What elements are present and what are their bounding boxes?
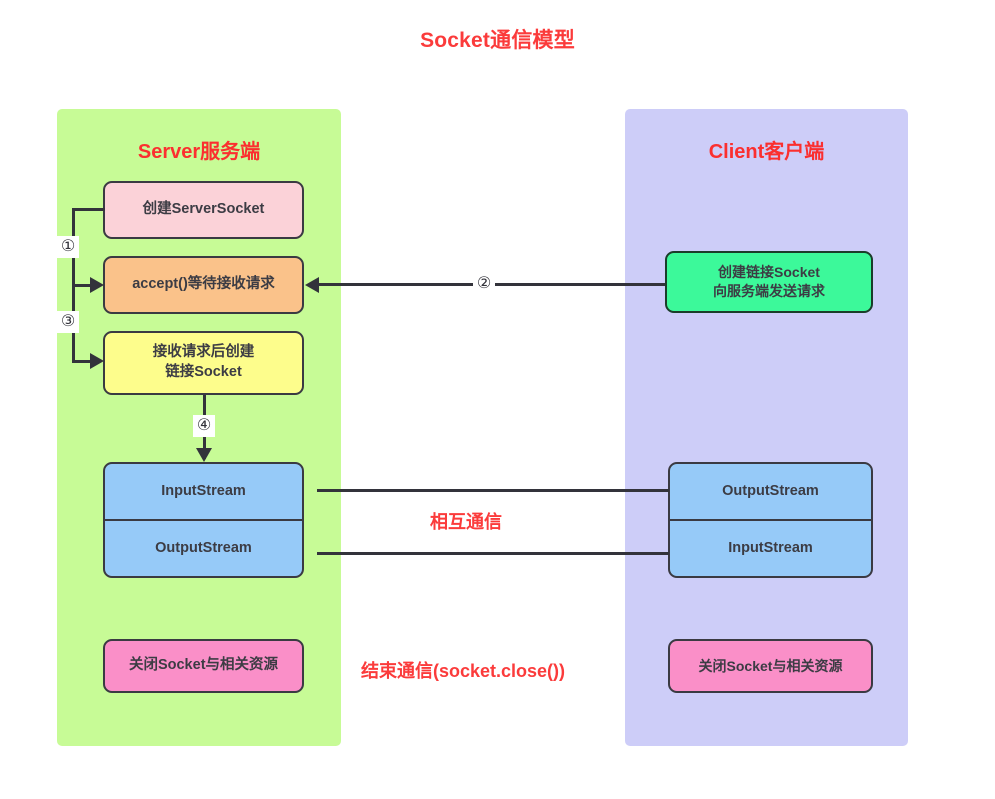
node-client-create-connect-label-line1: 创建链接Socket <box>718 264 820 281</box>
node-create-link-socket[interactable]: 接收请求后创建 链接Socket <box>103 331 304 395</box>
node-server-input-stream[interactable]: InputStream <box>103 462 304 520</box>
node-create-server-socket-label: 创建ServerSocket <box>142 201 265 218</box>
step-marker-4: ④ <box>193 415 215 437</box>
step-marker-2: ② <box>473 273 495 295</box>
arrow-into-accept-icon <box>90 277 104 293</box>
label-mutual-communication: 相互通信 <box>430 512 502 532</box>
arrow-into-link-socket-icon <box>90 353 104 369</box>
node-client-create-connect-label-line2: 向服务端发送请求 <box>713 283 825 299</box>
node-client-close-socket[interactable]: 关闭Socket与相关资源 <box>668 639 873 693</box>
arrow-into-streams-icon <box>196 448 212 462</box>
label-end-communication: 结束通信(socket.close()) <box>361 661 566 681</box>
node-create-link-socket-label-line2: 链接Socket <box>165 364 242 380</box>
node-accept-wait-label: accept()等待接收请求 <box>132 276 275 293</box>
client-panel-title: Client客户端 <box>708 141 825 163</box>
node-server-close-socket-label: 关闭Socket与相关资源 <box>128 657 279 674</box>
node-server-output-stream[interactable]: OutputStream <box>103 520 304 578</box>
connector-create-to-spine <box>72 208 105 211</box>
node-server-input-stream-label: InputStream <box>161 482 246 499</box>
node-client-close-socket-label: 关闭Socket与相关资源 <box>698 657 843 674</box>
node-accept-wait[interactable]: accept()等待接收请求 <box>103 256 304 314</box>
node-client-output-stream[interactable]: OutputStream <box>668 462 873 520</box>
server-panel-title: Server服务端 <box>137 141 261 163</box>
connector-server-input-to-client-output <box>317 489 669 492</box>
connector-server-output-to-client-input <box>317 552 669 555</box>
node-server-output-stream-label: OutputStream <box>155 539 252 556</box>
node-create-server-socket[interactable]: 创建ServerSocket <box>103 181 304 239</box>
node-create-link-socket-label-line1: 接收请求后创建 <box>152 344 255 361</box>
connector-spine-to-link-socket <box>72 360 92 363</box>
node-client-create-connect[interactable]: 创建链接Socket 向服务端发送请求 <box>665 251 873 313</box>
page-title: Socket通信模型 <box>420 29 575 52</box>
node-client-output-stream-label: OutputStream <box>722 482 819 499</box>
node-client-input-stream-label: InputStream <box>728 539 813 556</box>
step-marker-1: ① <box>57 236 79 258</box>
node-server-close-socket[interactable]: 关闭Socket与相关资源 <box>103 639 304 693</box>
node-client-input-stream[interactable]: InputStream <box>668 520 873 578</box>
step-marker-3: ③ <box>57 311 79 333</box>
connector-spine-to-accept <box>72 284 92 287</box>
arrow-into-accept-from-client-icon <box>305 277 319 293</box>
